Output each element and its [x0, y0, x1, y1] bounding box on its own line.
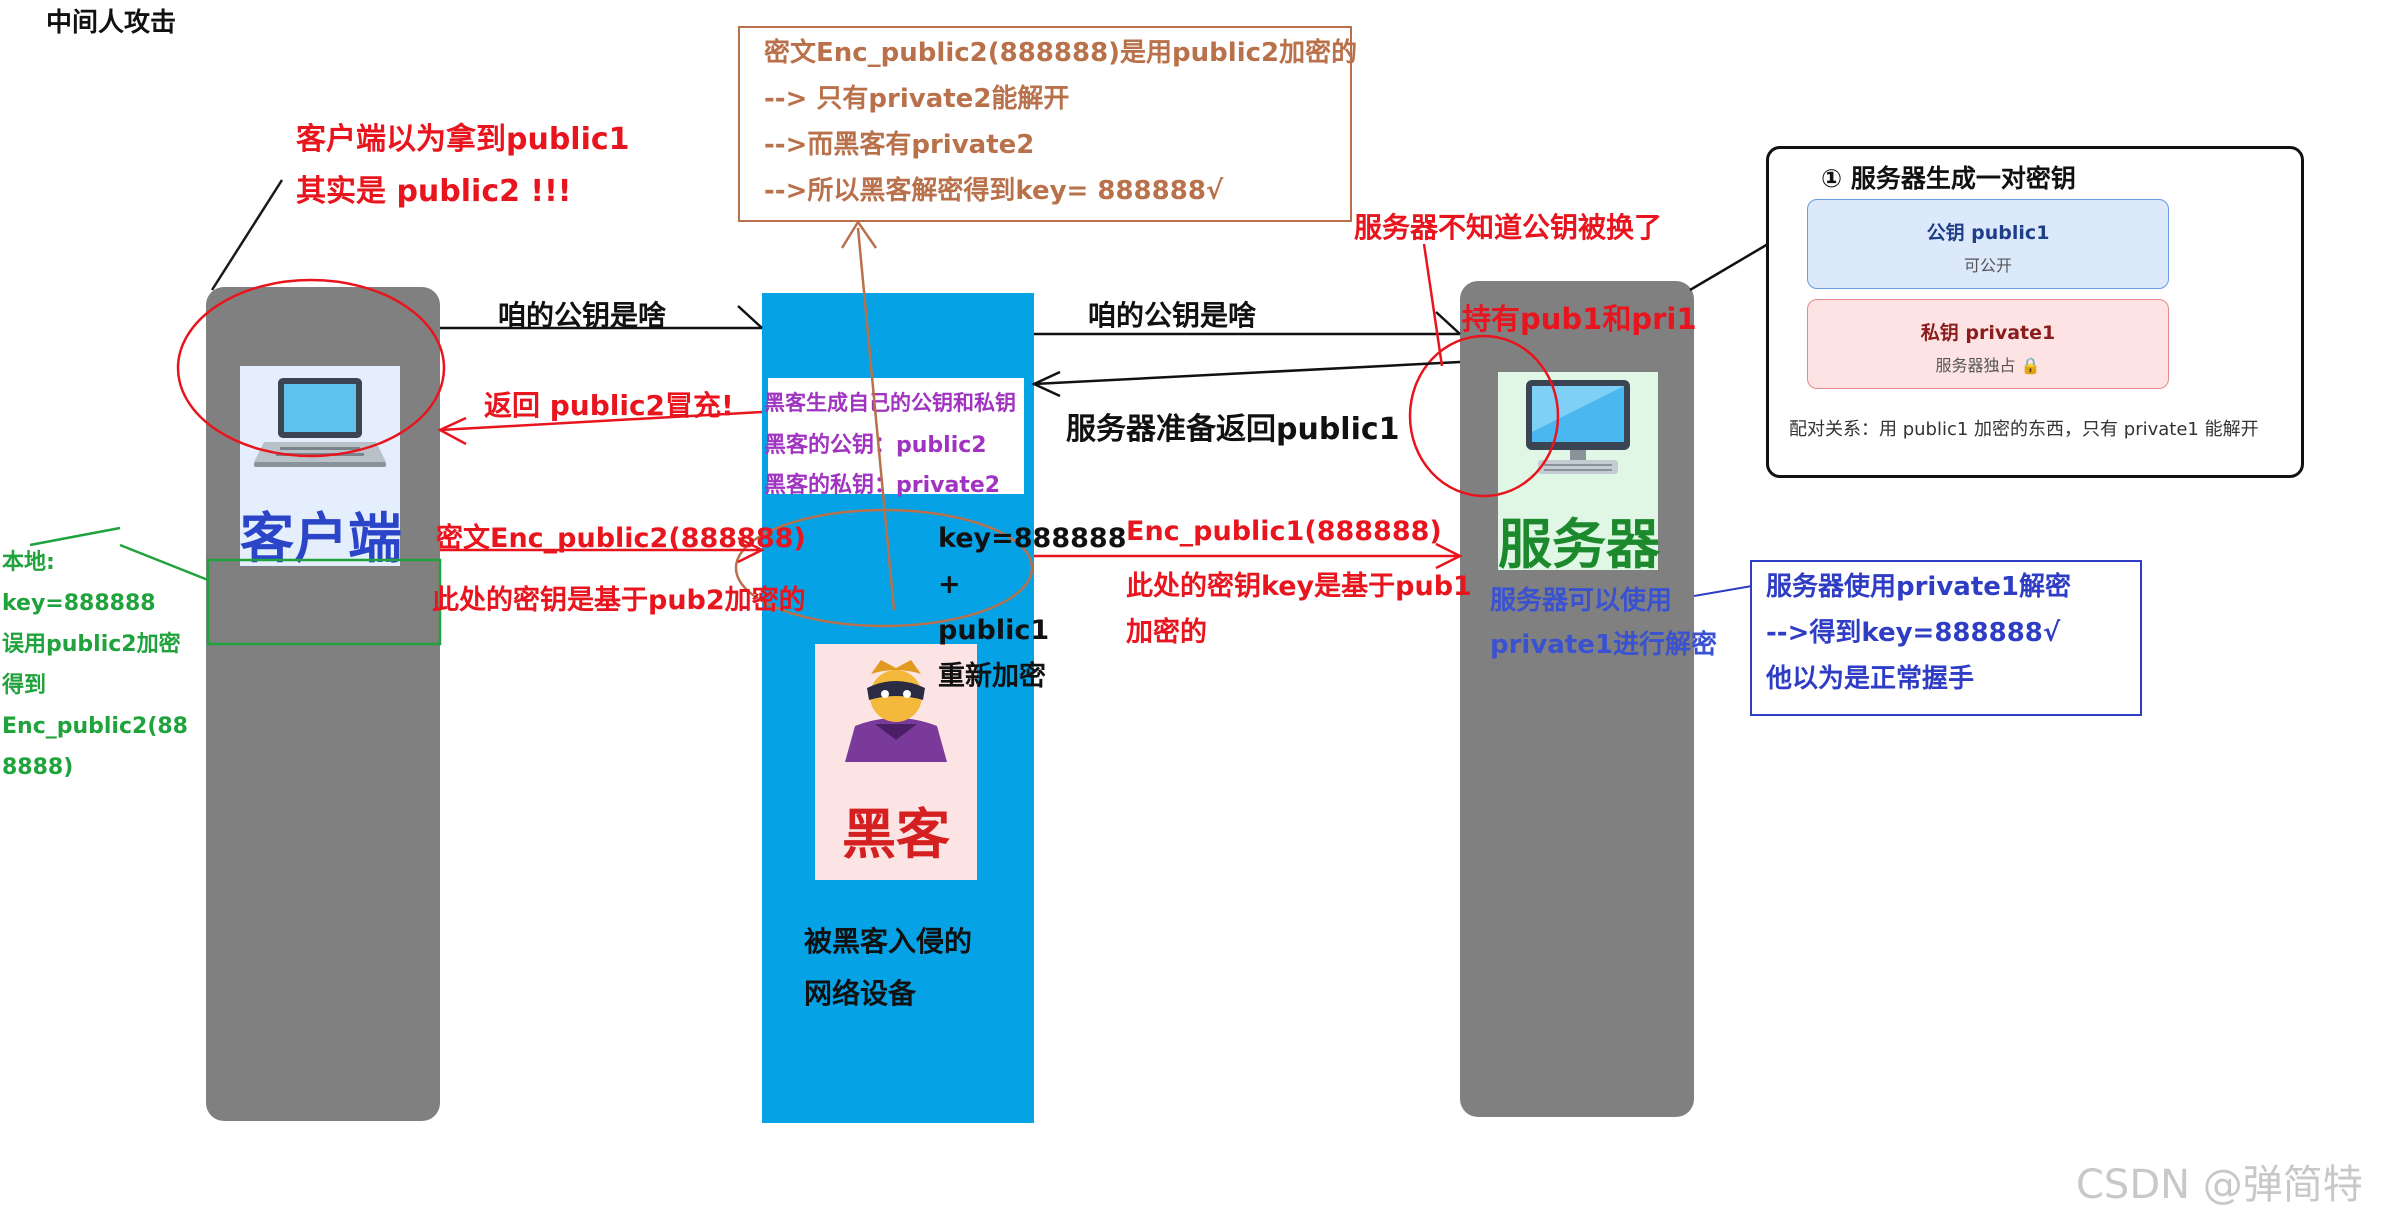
- server-holds-keys: 持有pub1和pri1: [1462, 302, 1697, 336]
- ask-public-key-1: 咱的公钥是啥: [498, 299, 667, 332]
- public-key-label: 公钥 public1: [1926, 222, 2050, 244]
- hacker-public-key: 黑客的公钥：public2: [764, 433, 987, 458]
- hacker-label: 黑客: [842, 803, 950, 866]
- ask-public-key-2: 咱的公钥是啥: [1088, 299, 1257, 332]
- private-key-card: 私钥 private1 服务器独占 🔒: [1807, 299, 2169, 389]
- cipher-client-note: 此处的密钥是基于pub2加密的: [432, 585, 806, 616]
- cipher-server-note-2: 加密的: [1126, 617, 1207, 648]
- server-decrypt-box: [1750, 560, 2142, 716]
- keypair-card: ① 服务器生成一对密钥 公钥 public1 可公开 私钥 private1 服…: [1766, 146, 2304, 478]
- hacker-decrypt-note-box: [738, 26, 1352, 222]
- server-ellipse: [1408, 334, 1560, 498]
- public-key-card: 公钥 public1 可公开: [1807, 199, 2169, 289]
- client-thought-line1: 客户端以为拿到public1: [296, 122, 630, 157]
- client-local-notes: 本地: key=888888 误用public2加密 得到 Enc_public…: [2, 542, 188, 788]
- local-line: Enc_public2(88: [2, 714, 188, 739]
- cipher-server-note-1: 此处的密钥key是基于pub1: [1126, 571, 1472, 602]
- reencrypt-line: key=888888: [938, 523, 1127, 554]
- local-line: 8888): [2, 755, 74, 780]
- hacker-icon-panel: 黑客: [815, 644, 977, 880]
- cipher-client: 密文Enc_public2(888888): [436, 523, 806, 554]
- server-can-decrypt-2: private1进行解密: [1490, 630, 1717, 660]
- return-fake-key: 返回 public2冒充!: [484, 389, 734, 422]
- local-line: 本地:: [2, 550, 55, 575]
- server-decrypt-note: 服务器使用private1解密 -->得到key=888888√ 他以为是正常握…: [1766, 564, 2071, 702]
- server-return-public1: 服务器准备返回public1: [1066, 412, 1400, 447]
- watermark: CSDN @弹简特: [2076, 1162, 2363, 1208]
- public-key-sub: 可公开: [1963, 256, 2012, 275]
- decrypt-line: -->得到key=888888√: [1766, 618, 2061, 648]
- server-label: 服务器: [1498, 513, 1660, 576]
- client-ellipse: [176, 278, 446, 458]
- server-icon-panel: 服务器: [1498, 372, 1660, 576]
- page-title: 中间人攻击: [46, 8, 177, 38]
- note-line: --> 只有private2能解开: [764, 84, 1070, 114]
- reencrypt-line: public1: [938, 615, 1050, 646]
- keypair-card-title: ① 服务器生成一对密钥: [1821, 164, 2076, 193]
- private-key-label: 私钥 private1: [1920, 322, 2056, 344]
- device-caption-1: 被黑客入侵的: [804, 925, 973, 958]
- note-line: -->而黑客有private2: [764, 130, 1035, 160]
- laptop-icon: [254, 378, 386, 467]
- local-line: 得到: [2, 673, 47, 698]
- keypair-relation: 配对关系：用 public1 加密的东西，只有 private1 能解开: [1789, 419, 2259, 440]
- server-can-decrypt-1: 服务器可以使用: [1490, 586, 1673, 616]
- decrypt-line: 服务器使用private1解密: [1766, 572, 2071, 602]
- note-line: -->所以黑客解密得到key= 888888√: [764, 176, 1224, 206]
- cipher-server: Enc_public1(888888): [1126, 516, 1442, 547]
- hacker-decrypt-note: 密文Enc_public2(888888)是用public2加密的 --> 只有…: [764, 30, 1357, 214]
- note-line: 密文Enc_public2(888888)是用public2加密的: [764, 38, 1358, 68]
- reencrypt-line: +: [938, 569, 961, 600]
- device-caption-2: 网络设备: [804, 977, 917, 1010]
- server-unaware: 服务器不知道公钥被换了: [1354, 211, 1663, 244]
- client-thought-line2: 其实是 public2 !!!: [296, 174, 572, 209]
- client-local-box: [206, 558, 442, 646]
- local-line: key=888888: [2, 591, 156, 616]
- hacker-keygen-line1: 黑客生成自己的公钥和私钥: [764, 391, 1016, 415]
- hacker-reencrypt: key=888888 + public1 重新加密: [938, 516, 1127, 700]
- hacker-keygen-box: [768, 378, 1024, 494]
- local-line: 误用public2加密: [2, 632, 181, 657]
- private-key-sub: 服务器独占 🔒: [1935, 356, 2041, 375]
- decrypt-line: 他以为是正常握手: [1766, 664, 1975, 694]
- villain-icon: [845, 660, 947, 762]
- reencrypt-line: 重新加密: [938, 661, 1046, 692]
